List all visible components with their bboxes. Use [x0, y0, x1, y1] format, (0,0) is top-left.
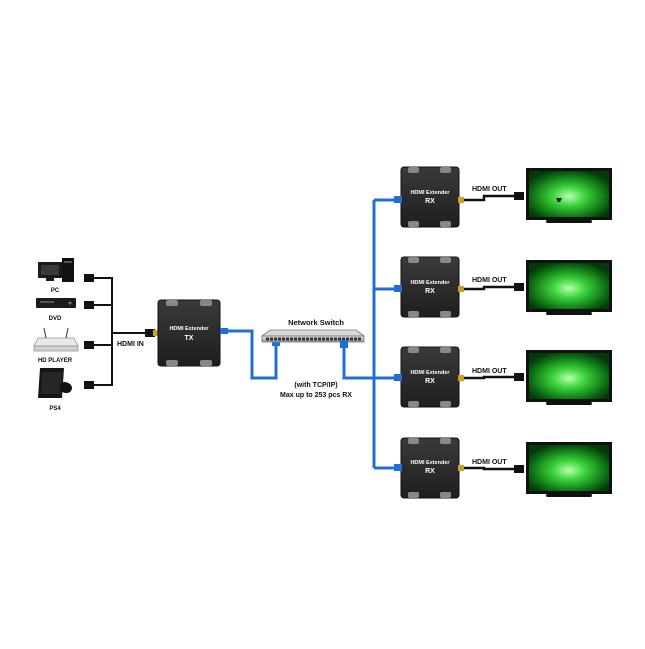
switch-port — [266, 337, 269, 341]
switch-port-row — [266, 337, 361, 341]
receiver-2-line1: HDMI Extender — [410, 280, 450, 286]
receiver-4-line2: RX — [425, 468, 435, 475]
switch-port — [286, 337, 289, 341]
switch-port — [310, 337, 313, 341]
hdmi-cable-2 — [464, 285, 516, 291]
monitor-1 — [526, 168, 612, 223]
source-label-hd-player: HD PLAYER — [38, 358, 73, 364]
hdmi-plug-2 — [514, 283, 524, 291]
monitor-3 — [526, 350, 612, 405]
receiver-device-2 — [394, 256, 464, 318]
switch-port — [342, 337, 345, 341]
receiver-device-1 — [394, 166, 464, 228]
receiver-device-3 — [394, 346, 464, 408]
source-label-dvd: DVD — [49, 316, 62, 322]
hdmi-cable-1 — [464, 194, 516, 202]
switch-port — [274, 337, 277, 341]
monitor-4 — [526, 442, 612, 497]
monitor-2 — [526, 260, 612, 315]
hdmi-out-label-3: HDMI OUT — [472, 368, 507, 375]
switch-port — [294, 337, 297, 341]
switch-port — [334, 337, 337, 341]
source-label-ps4: PS4 — [49, 406, 61, 412]
hd-media-player-icon — [33, 327, 79, 352]
switch-network-trunk — [340, 198, 394, 470]
switch-port — [318, 337, 321, 341]
hdmi-out-label-2: HDMI OUT — [472, 277, 507, 284]
hdmi-plug-4 — [514, 465, 524, 473]
pc-tower-monitor-icon — [38, 258, 74, 282]
source-hdmi-bus — [92, 277, 152, 386]
switch-port — [298, 337, 301, 341]
dvd-player-icon — [36, 298, 76, 308]
switch-port — [282, 337, 285, 341]
transmitter-line2: TX — [185, 335, 194, 342]
hdmi-cable-4 — [464, 466, 516, 471]
hdmi-out-label-4: HDMI OUT — [472, 459, 507, 466]
transmitter-line1: HDMI Extender — [169, 326, 209, 332]
receiver-1-line2: RX — [425, 198, 435, 205]
switch-port — [350, 337, 353, 341]
game-console-icon — [38, 368, 72, 398]
switch-port — [314, 337, 317, 341]
switch-port — [330, 337, 333, 341]
network-note-line2: Max up to 253 pcs RX — [280, 392, 352, 399]
hdmi-out-label-1: HDMI OUT — [472, 186, 507, 193]
switch-label: Network Switch — [288, 318, 344, 327]
switch-port — [354, 337, 357, 341]
hdmi-in-label: HDMI IN — [117, 341, 144, 348]
switch-port — [290, 337, 293, 341]
switch-port — [306, 337, 309, 341]
switch-port — [278, 337, 281, 341]
switch-port — [346, 337, 349, 341]
switch-port — [302, 337, 305, 341]
network-note-line1: (with TCP/IP) — [294, 382, 337, 389]
hdmi-cable-3 — [464, 375, 516, 380]
hdmi-plug-3 — [514, 373, 524, 381]
receiver-4-line1: HDMI Extender — [410, 460, 450, 466]
switch-port — [358, 337, 361, 341]
switch-port — [326, 337, 329, 341]
receiver-device-4 — [394, 437, 464, 499]
receiver-1-line1: HDMI Extender — [410, 190, 450, 196]
hdmi-plugs-left — [84, 274, 158, 389]
switch-port — [322, 337, 325, 341]
receiver-3-line1: HDMI Extender — [410, 370, 450, 376]
receiver-2-line2: RX — [425, 288, 435, 295]
switch-port — [270, 337, 273, 341]
transmitter-device — [157, 299, 221, 367]
source-label-pc: PC — [51, 288, 60, 294]
switch-port — [338, 337, 341, 341]
receiver-3-line2: RX — [425, 378, 435, 385]
hdmi-plug-1 — [514, 192, 524, 200]
